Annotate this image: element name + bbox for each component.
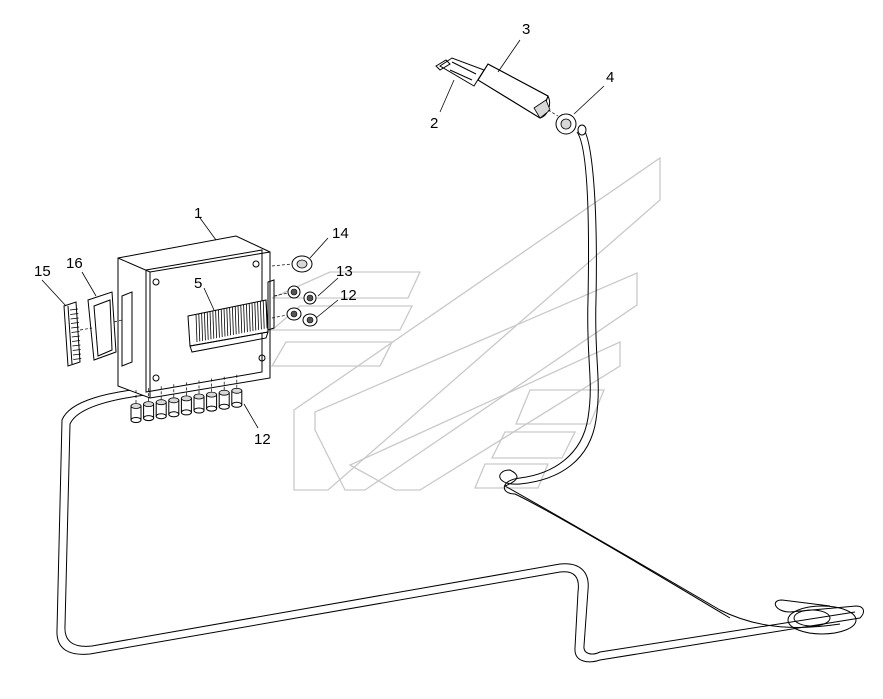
callout-1: 1 <box>194 205 202 222</box>
connector-pin <box>71 331 80 333</box>
terminal-ridge <box>212 310 215 339</box>
callout-12-top: 12 <box>340 287 357 304</box>
cable-gland <box>206 378 218 412</box>
sensor-tip <box>435 57 485 87</box>
callout-labels: 1 2 3 4 5 12 12 13 14 15 16 <box>34 21 614 448</box>
terminal-ridge <box>251 302 254 332</box>
cable-glands-bottom <box>130 374 243 423</box>
terminal-ridge <box>262 300 265 329</box>
callout-3: 3 <box>522 21 530 38</box>
terminal-ridge <box>254 302 257 331</box>
terminal-ridge <box>218 309 220 338</box>
terminal-ridge <box>232 306 234 335</box>
connector-pin <box>72 344 81 347</box>
connector-15 <box>63 301 82 367</box>
side-gland-14 <box>271 255 313 273</box>
terminal-ridge <box>204 312 206 341</box>
terminal-ridge <box>198 313 201 342</box>
leader-lines <box>41 39 605 429</box>
terminal-ridge <box>209 311 212 340</box>
terminal-ridge <box>215 310 217 339</box>
cable-gland <box>193 380 205 414</box>
connector-pin <box>71 335 80 338</box>
terminal-ridge <box>257 301 259 330</box>
callout-16: 16 <box>66 255 83 272</box>
terminal-ridge <box>240 305 243 334</box>
connector-pin <box>70 317 79 320</box>
terminal-ridge <box>246 304 248 333</box>
callout-15: 15 <box>34 263 51 280</box>
callout-13: 13 <box>336 263 353 280</box>
callout-14: 14 <box>332 225 349 242</box>
terminal-ridge <box>195 313 198 343</box>
terminal-ridge <box>265 300 268 329</box>
cable-gland <box>218 376 230 410</box>
side-gland-13 <box>273 285 317 305</box>
terminal-ridge <box>243 304 245 333</box>
watermark-logo <box>270 156 661 491</box>
cable-gland <box>231 374 243 408</box>
connector-pin <box>73 358 82 360</box>
cable-gland <box>143 388 155 422</box>
connector-16 <box>79 291 123 361</box>
callout-12-bottom: 12 <box>254 431 271 448</box>
cable-gland <box>130 390 142 423</box>
terminal-ridge <box>234 306 237 335</box>
side-gland-12 <box>271 307 318 327</box>
connector-nut-4 <box>547 109 587 136</box>
cable-gland <box>155 386 167 420</box>
wiring-harness-cable <box>56 127 864 663</box>
connector-pin <box>72 349 81 351</box>
callout-5: 5 <box>194 275 202 292</box>
terminal-ridge <box>223 308 226 337</box>
connector-pin <box>70 313 79 315</box>
terminal-ridge <box>260 301 262 330</box>
connector-pin <box>69 308 79 311</box>
connector-pin <box>71 326 80 329</box>
sensor-housing <box>477 63 551 119</box>
terminal-ridge <box>248 303 251 332</box>
terminal-ridge <box>220 309 223 338</box>
terminal-ridge <box>226 307 229 336</box>
cable-gland <box>168 384 180 418</box>
terminal-ridge <box>201 312 203 341</box>
connector-pin <box>72 353 82 356</box>
connector-pin <box>70 322 79 324</box>
cable-gland <box>180 382 192 416</box>
terminal-ridge <box>237 305 240 334</box>
terminal-ridge <box>229 307 231 336</box>
terminal-block <box>187 299 269 353</box>
callout-2: 2 <box>430 115 438 132</box>
callout-4: 4 <box>606 69 614 86</box>
terminal-ridge <box>206 311 209 340</box>
connector-pin <box>72 340 81 342</box>
